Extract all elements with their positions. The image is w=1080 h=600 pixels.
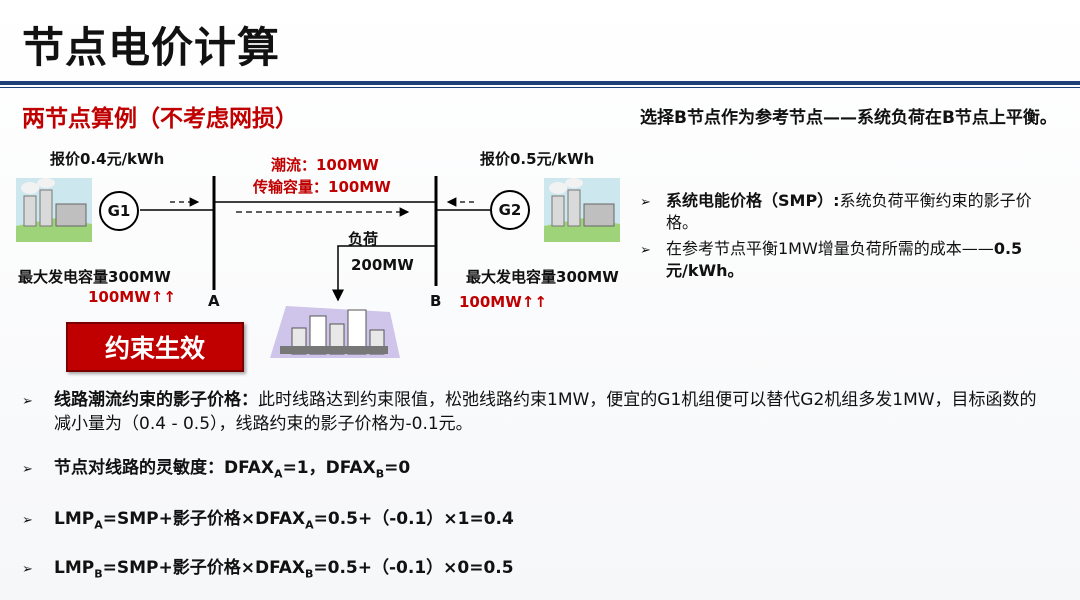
cost-bullet: ➢ 在参考节点平衡1MW增量负荷所需的成本——0.5元/kWh。 bbox=[640, 238, 1060, 282]
cost-bold: 0.5元/kWh。 bbox=[666, 239, 1023, 280]
load-label: 负荷 bbox=[348, 230, 379, 248]
sensitivity-sub-b: B bbox=[375, 467, 385, 481]
lmp-b-mid: =SMP+影子价格×DFAX bbox=[102, 558, 305, 578]
arrow-bullet-icon: ➢ bbox=[22, 462, 33, 477]
sensitivity-prefix: 节点对线路的灵敏度：DFAX bbox=[54, 458, 275, 478]
node-b-label: B bbox=[430, 292, 442, 310]
constraint-active-badge: 约束生效 bbox=[66, 322, 244, 372]
page-title: 节点电价计算 bbox=[22, 23, 281, 72]
g1-capacity-label: 最大发电容量300MW bbox=[18, 268, 171, 286]
sensitivity-mid: =1，DFAX bbox=[282, 458, 376, 478]
capacity-label: 传输容量：100MW bbox=[253, 178, 391, 196]
lmp-b-prefix: LMP bbox=[54, 558, 95, 578]
g1-price-label: 报价0.4元/kWh bbox=[50, 150, 165, 168]
sensitivity-sub-a: A bbox=[274, 467, 283, 481]
generator-g2: G2 bbox=[490, 190, 530, 230]
section-subtitle: 两节点算例（不考虑网损） bbox=[22, 106, 298, 132]
line-constraint-bullet: ➢ 线路潮流约束的影子价格：此时线路达到约束限值，松弛线路约束1MW，便宜的G1… bbox=[22, 388, 1052, 436]
g2-price-label: 报价0.5元/kWh bbox=[480, 150, 595, 168]
arrow-bullet-icon: ➢ bbox=[640, 243, 651, 258]
lmp-b-sub2: B bbox=[305, 567, 314, 581]
lmp-a-prefix: LMP bbox=[54, 509, 95, 529]
smp-text: 系统负荷平衡约束的影子价格。 bbox=[666, 191, 1032, 232]
generator-g1: G1 bbox=[99, 191, 139, 231]
two-node-diagram bbox=[16, 176, 620, 358]
cost-text: 在参考节点平衡1MW增量负荷所需的成本—— bbox=[666, 239, 994, 258]
power-plant-icon bbox=[16, 178, 92, 242]
title-rule-thin bbox=[0, 87, 1080, 88]
city-icon bbox=[270, 306, 400, 358]
g2-capacity-label: 最大发电容量300MW bbox=[466, 268, 619, 286]
load-value: 200MW bbox=[351, 256, 414, 274]
smp-bullet: ➢ 系统电能价格（SMP）:系统负荷平衡约束的影子价格。 bbox=[640, 190, 1060, 234]
lmp-a-sub1: A bbox=[94, 518, 103, 532]
sensitivity-suffix: =0 bbox=[384, 458, 411, 478]
sensitivity-bullet: ➢ 节点对线路的灵敏度：DFAXA=1，DFAXB=0 bbox=[22, 456, 1052, 486]
power-plant-icon bbox=[544, 178, 620, 242]
lmp-b-bullet: ➢ LMPB=SMP+影子价格×DFAXB=0.5+（-0.1）×0=0.5 bbox=[22, 556, 1052, 586]
g2-output-label: 100MW↑↑ bbox=[459, 293, 547, 311]
reference-node-heading: 选择B节点作为参考节点——系统负荷在B节点上平衡。 bbox=[640, 108, 1057, 128]
line-constraint-bold: 线路潮流约束的影子价格： bbox=[54, 390, 258, 410]
line-constraint-text: 此时线路达到约束限值，松弛线路约束1MW，便宜的G1机组便可以替代G2机组多发1… bbox=[54, 390, 1037, 434]
lmp-a-suffix: =0.5+（-0.1）×1=0.4 bbox=[313, 509, 514, 529]
g1-output-label: 100MW↑↑ bbox=[88, 288, 176, 306]
arrow-bullet-icon: ➢ bbox=[22, 513, 33, 528]
arrow-bullet-icon: ➢ bbox=[22, 394, 33, 409]
smp-bold: 系统电能价格（SMP）: bbox=[666, 191, 840, 210]
lmp-b-sub1: B bbox=[94, 567, 103, 581]
lmp-a-sub2: A bbox=[305, 518, 314, 532]
lmp-b-suffix: =0.5+（-0.1）×0=0.5 bbox=[313, 558, 514, 578]
node-a-label: A bbox=[208, 292, 220, 310]
arrow-bullet-icon: ➢ bbox=[22, 562, 33, 577]
lmp-a-bullet: ➢ LMPA=SMP+影子价格×DFAXA=0.5+（-0.1）×1=0.4 bbox=[22, 507, 1052, 537]
title-rule bbox=[0, 81, 1080, 85]
arrow-bullet-icon: ➢ bbox=[640, 195, 651, 210]
flow-label: 潮流：100MW bbox=[271, 156, 379, 174]
lmp-a-mid: =SMP+影子价格×DFAX bbox=[102, 509, 306, 529]
